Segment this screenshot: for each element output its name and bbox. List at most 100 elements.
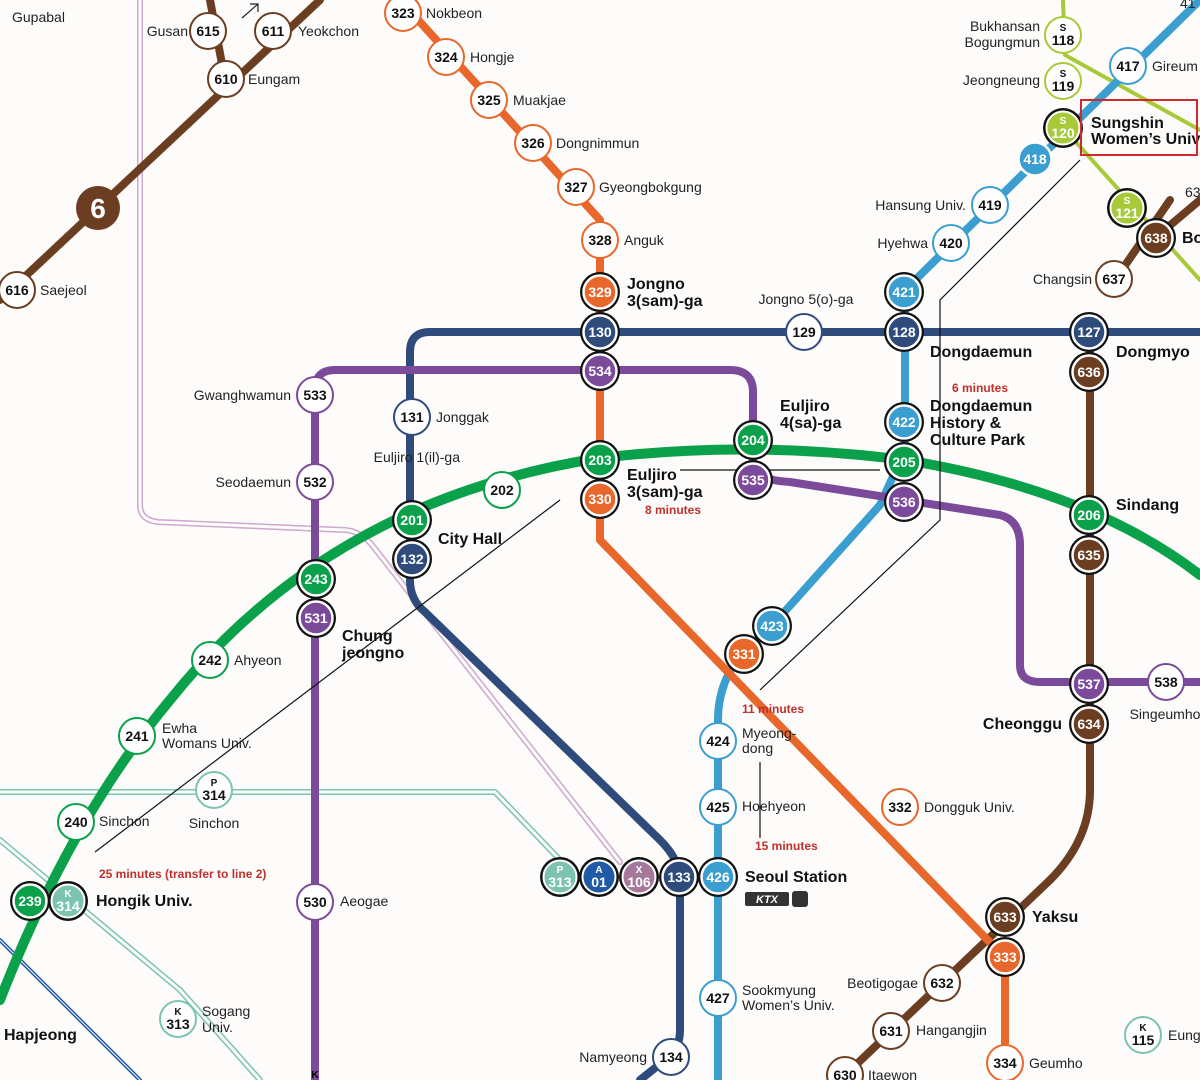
station-132[interactable]: 132	[392, 539, 432, 579]
station-name: Anguk	[624, 232, 665, 248]
station-419[interactable]: 419	[971, 186, 1009, 224]
station-332[interactable]: 332	[881, 788, 919, 826]
station-number: 205	[892, 454, 916, 470]
station-number: 418	[1023, 151, 1047, 167]
station-marker	[0, 271, 36, 309]
station-marker	[1017, 141, 1053, 177]
station-name: Saejeol	[40, 282, 87, 298]
station-201[interactable]: 201	[392, 500, 432, 540]
station-129[interactable]: 129	[785, 313, 823, 351]
station-616[interactable]: 616	[0, 271, 36, 309]
station-632[interactable]: 632	[923, 964, 961, 1002]
station-name: Hyehwa	[877, 235, 928, 251]
station-323[interactable]: 323	[384, 0, 422, 32]
station-202[interactable]: 202	[483, 471, 521, 509]
station-611[interactable]: 611	[254, 12, 292, 50]
station-206[interactable]: 206	[1069, 495, 1109, 535]
station-638[interactable]: 638	[1136, 218, 1176, 258]
station-615[interactable]: 615	[189, 12, 227, 50]
station-330[interactable]: 330	[580, 479, 620, 519]
station-241[interactable]: 241	[118, 717, 156, 755]
station-134[interactable]: 134	[652, 1038, 690, 1076]
station-133[interactable]: 133	[659, 857, 699, 897]
station-marker	[1071, 314, 1107, 350]
station-130[interactable]: 130	[580, 312, 620, 352]
station-426[interactable]: 426	[698, 857, 738, 897]
station-239[interactable]: 239	[10, 881, 50, 921]
station-530[interactable]: 530	[296, 883, 334, 921]
station-532[interactable]: 532	[296, 463, 334, 501]
station-number: 532	[303, 474, 327, 490]
station-636[interactable]: 636	[1069, 352, 1109, 392]
station-534[interactable]: 534	[580, 351, 620, 391]
station-131[interactable]: 131	[393, 398, 431, 436]
station-422[interactable]: 422	[884, 402, 924, 442]
station-number: 422	[892, 414, 916, 430]
note-n15min: 15 minutes	[755, 839, 818, 853]
station-127[interactable]: 127	[1069, 312, 1109, 352]
station-420[interactable]: 420	[932, 224, 970, 262]
station-marker	[394, 502, 430, 538]
station-number: 324	[434, 49, 458, 65]
station-329[interactable]: 329	[580, 272, 620, 312]
station-243[interactable]: 243	[296, 559, 336, 599]
station-327[interactable]: 327	[557, 168, 595, 206]
station-418[interactable]: 418	[1017, 141, 1053, 177]
station-417[interactable]: 417	[1109, 47, 1147, 85]
station-205[interactable]: 205	[884, 442, 924, 482]
station-242[interactable]: 242	[191, 641, 229, 679]
station-marker	[542, 859, 578, 895]
station-326[interactable]: 326	[514, 124, 552, 162]
station-424[interactable]: 424	[699, 722, 737, 760]
station-marker	[881, 788, 919, 826]
label-gupabal: Gupabal	[12, 9, 65, 25]
station-535[interactable]: 535	[733, 460, 773, 500]
station-name: Dongguk Univ.	[924, 799, 1015, 815]
station-328[interactable]: 328	[581, 221, 619, 259]
station-240[interactable]: 240	[57, 803, 95, 841]
station-635[interactable]: 635	[1069, 535, 1109, 575]
station-203[interactable]: 203	[580, 440, 620, 480]
station-name: Ewha	[162, 720, 197, 736]
station-631[interactable]: 631	[872, 1012, 910, 1050]
station-333[interactable]: 333	[985, 937, 1025, 977]
station-325[interactable]: 325	[470, 81, 508, 119]
station-324[interactable]: 324	[427, 38, 465, 76]
station-538[interactable]: 538	[1147, 663, 1185, 701]
station-421[interactable]: 421	[884, 272, 924, 312]
station-number: 611	[262, 23, 285, 39]
station-533[interactable]: 533	[296, 376, 334, 414]
station-633[interactable]: 633	[985, 897, 1025, 937]
station-204[interactable]: 204	[733, 420, 773, 460]
station-128[interactable]: 128	[884, 312, 924, 352]
ktx-badge: KTX	[745, 891, 808, 907]
station-prefix: S	[1060, 116, 1067, 127]
station-331[interactable]: 331	[724, 634, 764, 674]
station-A01[interactable]: A01	[579, 857, 619, 897]
station-427[interactable]: 427	[699, 979, 737, 1017]
station-423[interactable]: 423	[752, 606, 792, 646]
station-634[interactable]: 634	[1069, 704, 1109, 744]
station-637[interactable]: 637	[1095, 260, 1133, 298]
station-536[interactable]: 536	[884, 482, 924, 522]
station-334[interactable]: 334	[986, 1044, 1024, 1080]
station-610[interactable]: 610	[207, 60, 245, 98]
station-537[interactable]: 537	[1069, 664, 1109, 704]
station-630[interactable]: 630	[826, 1056, 864, 1080]
station-number: 425	[706, 799, 730, 815]
station-number: 427	[706, 990, 730, 1006]
station-531[interactable]: 531	[296, 598, 336, 638]
station-425[interactable]: 425	[699, 788, 737, 826]
station-name: Gyeongbokgung	[599, 179, 702, 195]
